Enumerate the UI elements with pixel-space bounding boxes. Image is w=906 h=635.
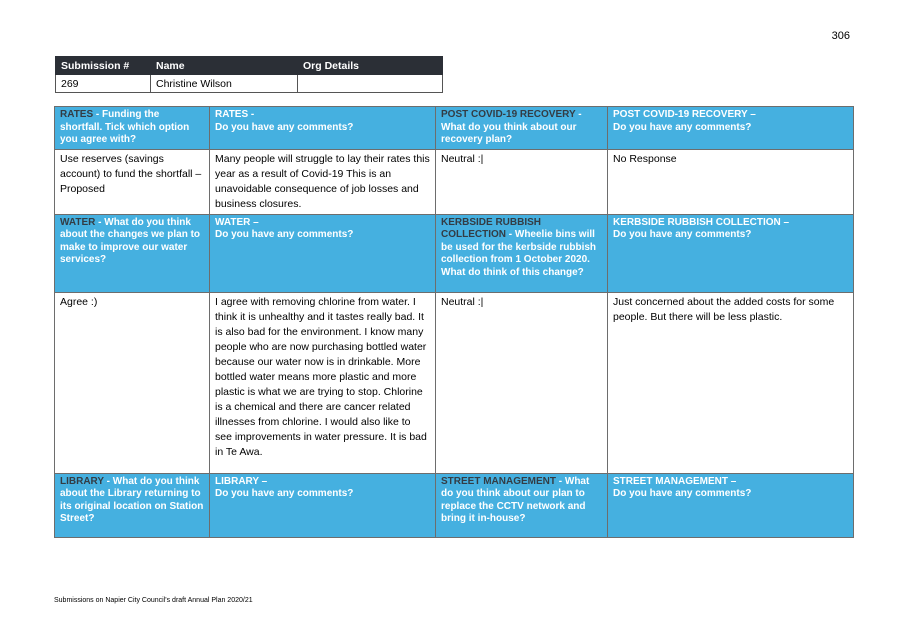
answer-row: Agree :) I agree with removing chlorine …	[54, 291, 854, 474]
footer-text: Submissions on Napier City Council's dra…	[54, 597, 253, 604]
name-header: Name	[150, 56, 298, 75]
answer-cell: Many people will struggle to lay their r…	[209, 148, 436, 215]
answer-cell: No Response	[607, 148, 854, 215]
submission-number-header: Submission #	[55, 56, 151, 75]
org-details	[297, 74, 443, 93]
answer-cell: Use reserves (savings account) to fund t…	[54, 148, 210, 215]
question-cell: STREET MANAGEMENT –Do you have any comme…	[607, 472, 854, 538]
question-row: RATES - Funding the shortfall. Tick whic…	[54, 106, 854, 150]
question-cell: KERBSIDE RUBBISH COLLECTION –Do you have…	[607, 213, 854, 293]
submitter-name: Christine Wilson	[150, 74, 298, 93]
answer-row: Use reserves (savings account) to fund t…	[54, 148, 854, 215]
question-cell: RATES -Do you have any comments?	[209, 106, 436, 150]
answer-cell: Agree :)	[54, 291, 210, 474]
submission-number: 269	[55, 74, 151, 93]
question-cell: WATER –Do you have any comments?	[209, 213, 436, 293]
question-cell: LIBRARY –Do you have any comments?	[209, 472, 436, 538]
question-row: WATER - What do you think about the chan…	[54, 213, 854, 293]
question-cell: LIBRARY - What do you think about the Li…	[54, 472, 210, 538]
question-cell: STREET MANAGEMENT - What do you think ab…	[435, 472, 608, 538]
answer-cell: Neutral :|	[435, 148, 608, 215]
page-number: 306	[831, 30, 850, 42]
answer-cell: Neutral :|	[435, 291, 608, 474]
org-details-header: Org Details	[297, 56, 443, 75]
responses-table: RATES - Funding the shortfall. Tick whic…	[54, 106, 854, 538]
question-cell: KERBSIDE RUBBISH COLLECTION - Wheelie bi…	[435, 213, 608, 293]
question-row: LIBRARY - What do you think about the Li…	[54, 472, 854, 538]
question-cell: RATES - Funding the shortfall. Tick whic…	[54, 106, 210, 150]
answer-cell: I agree with removing chlorine from wate…	[209, 291, 436, 474]
question-cell: POST COVID-19 RECOVERY –Do you have any …	[607, 106, 854, 150]
submission-table: Submission # Name Org Details 269 Christ…	[55, 56, 443, 93]
question-cell: WATER - What do you think about the chan…	[54, 213, 210, 293]
answer-cell: Just concerned about the added costs for…	[607, 291, 854, 474]
question-cell: POST COVID-19 RECOVERY - What do you thi…	[435, 106, 608, 150]
